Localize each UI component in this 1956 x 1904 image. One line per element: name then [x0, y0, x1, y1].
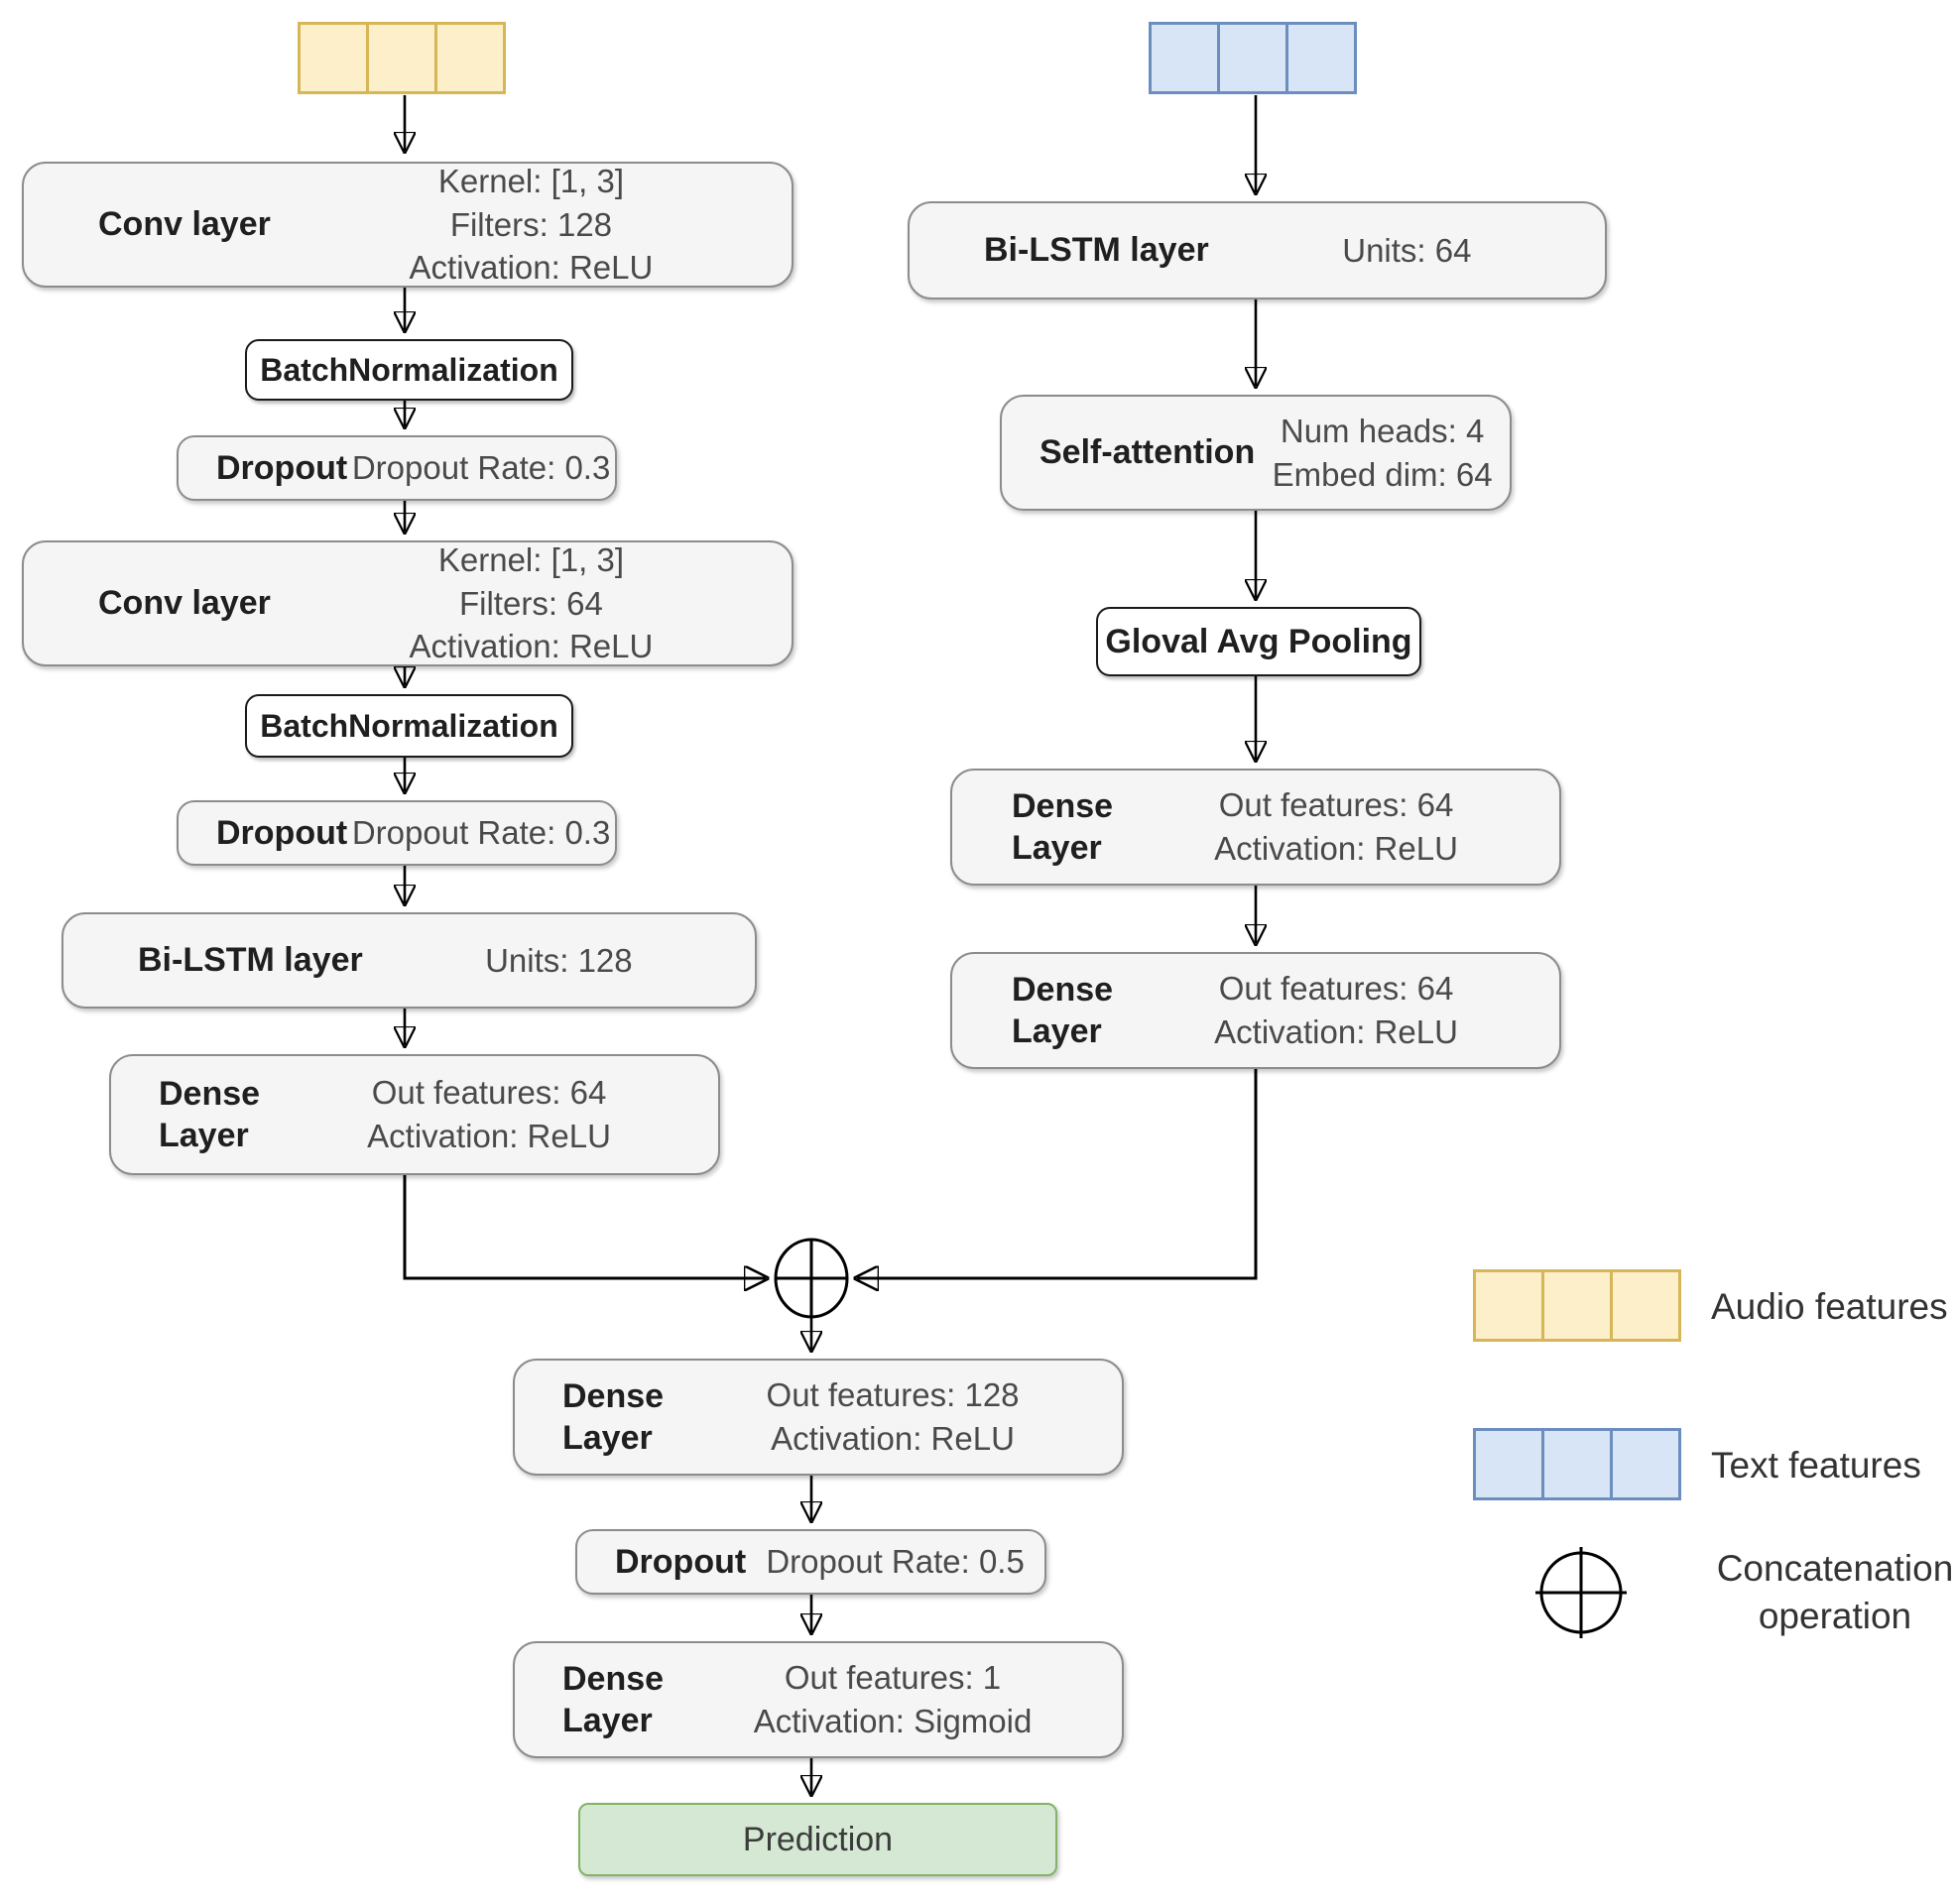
node-params: Dropout Rate: 0.3: [351, 449, 611, 487]
legend-concat-label: Concatenation operation: [1716, 1548, 1954, 1637]
legend-text-label: Text features: [1711, 1445, 1921, 1486]
node-label: Bi-LSTM layer: [138, 941, 363, 980]
wire-right-to-concat: [857, 1069, 1258, 1278]
node-label: Dense Layer: [159, 1074, 261, 1155]
audio-feature-cell: [434, 22, 506, 94]
wire-left-to-concat: [403, 1175, 766, 1278]
legend-text-swatch: [1473, 1428, 1681, 1500]
audio-feature-cell: [1610, 1269, 1681, 1342]
node-label: Conv layer: [98, 584, 271, 623]
audio-feature-cell: [1541, 1269, 1613, 1342]
node-label: BatchNormalization: [260, 352, 558, 388]
node-label: Dropout: [216, 448, 348, 487]
text-feature-cell: [1285, 22, 1357, 94]
node-label: Self-attention: [1039, 433, 1256, 472]
dropout-2: Dropout Dropout Rate: 0.3: [177, 800, 617, 866]
text-feature-cell: [1610, 1428, 1681, 1500]
text-features-block: [1149, 22, 1357, 94]
node-label: Bi-LSTM layer: [984, 231, 1209, 270]
global-avg-pooling: Gloval Avg Pooling: [1096, 607, 1421, 676]
node-label: Dropout: [216, 813, 348, 852]
node-label: Dense Layer: [1012, 970, 1114, 1051]
batchnorm-1: BatchNormalization: [245, 339, 573, 401]
dropout-3: Dropout Dropout Rate: 0.5: [575, 1529, 1046, 1595]
node-label: BatchNormalization: [260, 708, 558, 744]
node-label: Conv layer: [98, 205, 271, 244]
node-params: Dropout Rate: 0.3: [351, 814, 611, 852]
audio-feature-cell: [298, 22, 369, 94]
legend-audio-swatch: [1473, 1269, 1681, 1342]
text-feature-cell: [1541, 1428, 1613, 1500]
node-label: Dropout: [615, 1542, 747, 1581]
node-label: Dense Layer: [562, 1376, 665, 1458]
node-label: Prediction: [742, 1820, 894, 1858]
audio-feature-cell: [1473, 1269, 1544, 1342]
bilstm-layer-right: Bi-LSTM layer Units: 64: [908, 201, 1607, 299]
audio-feature-cell: [366, 22, 437, 94]
node-params: Dropout Rate: 0.5: [766, 1543, 1025, 1581]
text-feature-cell: [1149, 22, 1220, 94]
audio-features-block: [298, 22, 506, 94]
node-params: Units: 64: [1342, 231, 1472, 269]
text-feature-cell: [1217, 22, 1288, 94]
node-label: Dense Layer: [1012, 786, 1114, 868]
node-label: Gloval Avg Pooling: [1105, 622, 1412, 660]
prediction-box: Prediction: [578, 1803, 1057, 1876]
batchnorm-2: BatchNormalization: [245, 694, 573, 758]
text-feature-cell: [1473, 1428, 1544, 1500]
node-label: Dense Layer: [562, 1659, 665, 1740]
dropout-1: Dropout Dropout Rate: 0.3: [177, 435, 617, 501]
legend-audio-label: Audio features: [1711, 1286, 1948, 1327]
bilstm-layer-left: Bi-LSTM layer Units: 128: [61, 912, 757, 1009]
node-params: Units: 128: [485, 941, 633, 979]
